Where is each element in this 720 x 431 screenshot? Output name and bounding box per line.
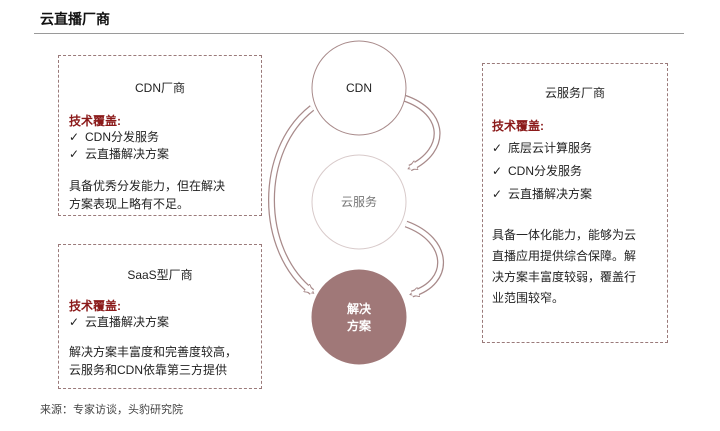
- cdn-vendor-heading: CDN厂商: [135, 81, 185, 95]
- page-title: 云直播厂商: [40, 11, 110, 27]
- solution-node: [311, 269, 407, 365]
- cloud-node-label: 云服务: [341, 194, 377, 209]
- cdn-vendor-box: CDN厂商 技术覆盖: ✓CDN分发服务 ✓云直播解决方案 具备优秀分发能力，但…: [58, 55, 262, 216]
- arrow-cdn-to-solution: [268, 105, 313, 295]
- cloud-coverage-item: ✓CDN分发服务: [492, 164, 582, 178]
- solution-node-label-line1: 解决: [347, 301, 372, 316]
- checkmark-icon: ✓: [492, 164, 503, 178]
- cloud-coverage-label: 技术覆盖:: [492, 119, 544, 133]
- cdn-coverage-item: ✓云直播解决方案: [69, 147, 170, 161]
- saas-vendor-description: 解决方案丰富度和完善度较高， 云服务和CDN依靠第三方提供: [69, 345, 238, 377]
- checkmark-icon: ✓: [492, 187, 503, 201]
- cdn-vendor-description: 具备优秀分发能力，但在解决 方案表现上略有不足。: [69, 179, 226, 211]
- checkmark-icon: ✓: [69, 315, 80, 329]
- cloud-coverage-item: ✓云直播解决方案: [492, 187, 593, 201]
- saas-vendor-box: SaaS型厂商 技术覆盖: ✓云直播解决方案 解决方案丰富度和完善度较高， 云服…: [58, 244, 262, 389]
- source-note: 来源：专家访谈，头豹研究院: [40, 404, 183, 416]
- saas-coverage-label: 技术覆盖:: [69, 299, 121, 313]
- cdn-node-label: CDN: [346, 81, 372, 95]
- cloud-vendor-heading: 云服务厂商: [544, 86, 605, 100]
- checkmark-icon: ✓: [492, 141, 503, 155]
- solution-node-label-line2: 方案: [347, 318, 372, 333]
- saas-vendor-heading: SaaS型厂商: [127, 268, 193, 282]
- saas-coverage-item: ✓云直播解决方案: [69, 315, 170, 329]
- title-divider: [34, 33, 684, 34]
- cdn-coverage-item: ✓CDN分发服务: [69, 130, 159, 144]
- cloud-vendor-description: 具备一体化能力，能够为云 直播应用提供综合保障。解 决方案丰富度较弱，覆盖行 业…: [492, 228, 637, 305]
- cloud-vendor-box: 云服务厂商 技术覆盖: ✓底层云计算服务 ✓CDN分发服务 ✓云直播解决方案 具…: [482, 63, 668, 343]
- cloud-coverage-item: ✓底层云计算服务: [492, 141, 593, 155]
- cdn-node: [311, 40, 407, 136]
- cloud-node: [311, 154, 407, 250]
- cdn-coverage-label: 技术覆盖:: [69, 114, 121, 128]
- checkmark-icon: ✓: [69, 130, 80, 144]
- checkmark-icon: ✓: [69, 147, 80, 161]
